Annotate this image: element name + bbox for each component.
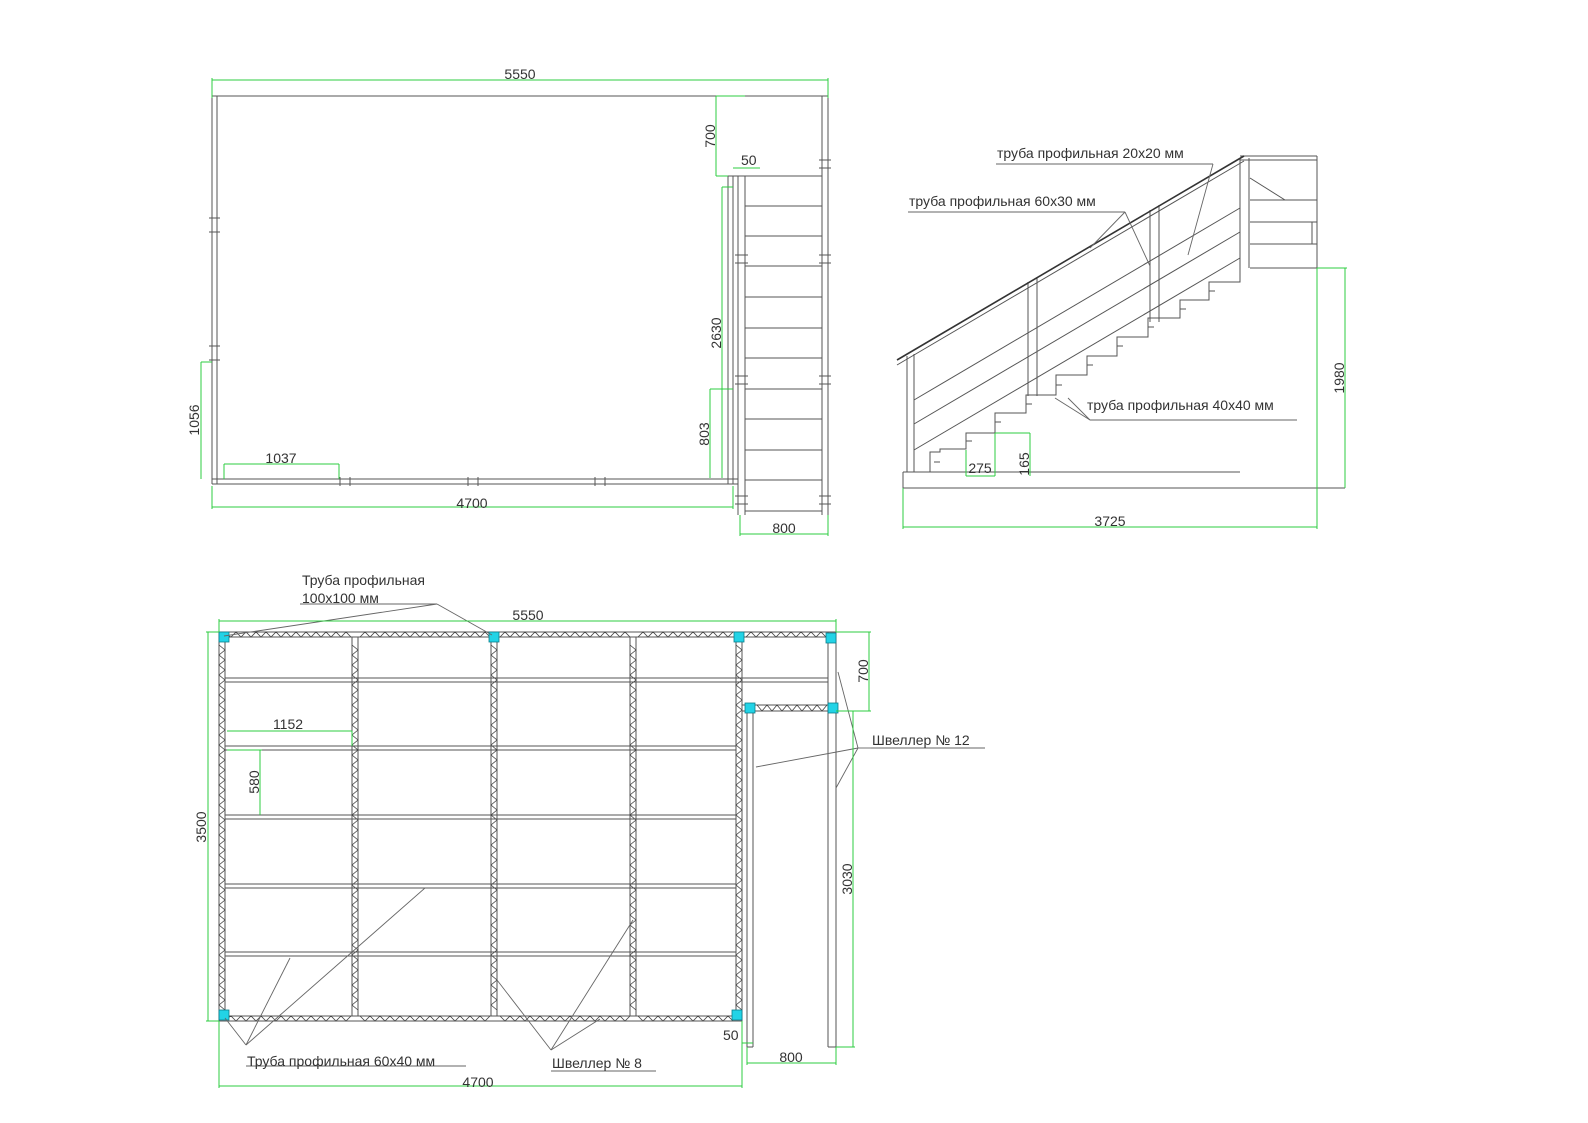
- plan-view-top: 5550 4700 700 50 2630 803 1056 1037 800: [186, 66, 831, 536]
- dim-top-door: 1037: [265, 450, 296, 466]
- label-channel12: Швеллер № 12: [872, 732, 970, 748]
- dim-top-stair-run: 2630: [708, 317, 724, 348]
- post-landing-corner: [825, 632, 837, 644]
- frame-plan-view: Труба профильная 100x100 мм 5550 4700 35…: [193, 572, 985, 1090]
- dim-frame-width: 5550: [512, 607, 543, 623]
- elevation-view: труба профильная 20x20 мм труба профильн…: [896, 145, 1347, 529]
- dim-elev-height: 1980: [1331, 362, 1347, 393]
- label-rail-main: труба профильная 60x30 мм: [909, 193, 1096, 209]
- dim-frame-stair-width: 800: [779, 1049, 803, 1065]
- post-top-left: [218, 631, 230, 643]
- label-rail-top: труба профильная 20x20 мм: [997, 145, 1184, 161]
- post-top-mid: [488, 631, 500, 643]
- post-stair-right: [827, 702, 839, 714]
- post-bottom-left: [218, 1009, 230, 1021]
- dim-frame-gap: 50: [723, 1027, 739, 1043]
- dim-frame-bay: 1152: [273, 716, 303, 732]
- dim-top-landing: 700: [702, 124, 718, 148]
- label-post-line2: 100x100 мм: [302, 590, 379, 606]
- dim-frame-floor: 4700: [462, 1074, 493, 1090]
- dim-top-gap: 50: [741, 152, 757, 168]
- post-bottom-right: [731, 1009, 743, 1021]
- label-post-line1: Труба профильная: [302, 572, 425, 588]
- dim-top-stair-lower: 803: [696, 422, 712, 446]
- dim-frame-stair-run: 3030: [839, 863, 855, 894]
- dim-elev-tread: 275: [968, 460, 992, 476]
- dim-top-width: 5550: [504, 66, 535, 82]
- dim-frame-landing: 700: [855, 659, 871, 683]
- post-top-right: [733, 631, 745, 643]
- label-stringer: труба профильная 40x40 мм: [1087, 397, 1274, 413]
- dim-elev-riser: 165: [1016, 452, 1032, 476]
- dim-frame-joist: 580: [246, 770, 262, 794]
- dim-top-stair-width: 800: [772, 520, 796, 536]
- dim-top-left-wall: 1056: [186, 404, 202, 435]
- post-stair-left: [744, 702, 756, 714]
- label-channel8: Швеллер № 8: [552, 1055, 642, 1071]
- dim-elev-length: 3725: [1094, 513, 1125, 529]
- dim-frame-depth: 3500: [193, 811, 209, 842]
- label-beam: Труба профильная 60x40 мм: [247, 1053, 435, 1069]
- dim-top-floor: 4700: [456, 495, 487, 511]
